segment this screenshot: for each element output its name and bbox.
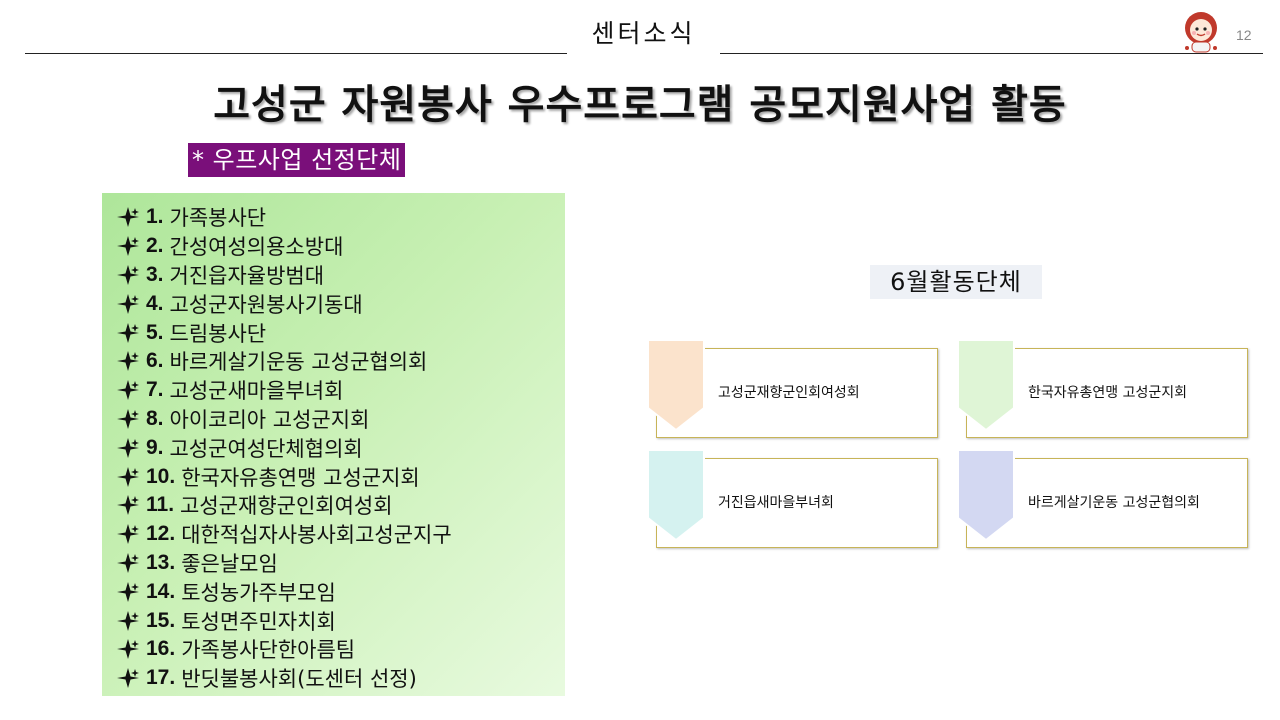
four-point-star-icon — [117, 293, 139, 314]
organization-item: 15.토성면주민자치회 — [116, 606, 565, 635]
organization-number: 17. — [146, 666, 176, 690]
organization-item: 7.고성군새마을부녀회 — [116, 376, 565, 405]
june-group-label: 고성군재향군인회여성회 — [718, 385, 860, 401]
june-group-label: 한국자유총연맹 고성군지회 — [1028, 385, 1188, 401]
chevron-tag-icon — [957, 339, 1015, 432]
page-number: 12 — [1236, 27, 1252, 43]
organization-number: 15. — [146, 608, 176, 632]
chevron-tag-icon — [647, 339, 705, 432]
organization-number: 13. — [146, 550, 176, 574]
four-point-star-icon — [117, 408, 139, 429]
organization-name: 고성군여성단체협의회 — [169, 436, 363, 461]
organization-number: 5. — [146, 320, 164, 344]
june-group-label: 거진읍새마을부녀회 — [718, 495, 834, 511]
organization-item: 11.고성군재향군인회여성회 — [116, 491, 565, 520]
chevron-tag-icon — [957, 449, 1015, 542]
four-point-star-icon — [117, 524, 139, 545]
organization-number: 16. — [146, 637, 176, 661]
header-divider-left — [25, 53, 567, 54]
june-group-card: 바르게살기운동 고성군협의회 — [954, 448, 1254, 548]
four-point-star-icon — [117, 610, 139, 631]
organization-name: 반딧불봉사회(도센터 선정) — [181, 667, 417, 692]
june-activity-heading: 6월활동단체 — [870, 265, 1042, 299]
four-point-star-icon — [117, 639, 139, 660]
organization-name: 고성군재향군인회여성회 — [180, 494, 393, 519]
organization-name: 토성농가주부모임 — [181, 580, 336, 605]
four-point-star-icon — [117, 495, 139, 516]
organization-item: 4.고성군자원봉사기동대 — [116, 289, 565, 318]
organization-number: 7. — [146, 378, 164, 402]
organization-name: 간성여성의용소방대 — [169, 235, 344, 260]
organization-name: 드림봉사단 — [169, 321, 267, 346]
organization-name: 고성군새마을부녀회 — [169, 379, 344, 404]
organization-item: 2.간성여성의용소방대 — [116, 232, 565, 261]
four-point-star-icon — [117, 236, 139, 257]
chevron-tag-icon — [647, 449, 705, 542]
four-point-star-icon — [117, 552, 139, 573]
organization-item: 3.거진읍자율방범대 — [116, 261, 565, 290]
organization-name: 가족봉사단 — [169, 206, 267, 231]
organization-name: 토성면주민자치회 — [181, 609, 336, 634]
organization-number: 2. — [146, 234, 164, 258]
organization-number: 8. — [146, 406, 164, 430]
organization-name: 한국자유총연맹 고성군지회 — [181, 465, 420, 490]
organization-number: 9. — [146, 435, 164, 459]
organization-number: 6. — [146, 349, 164, 373]
main-title: 고성군 자원봉사 우수프로그램 공모지원사업 활동 — [213, 82, 1067, 128]
june-group-card: 한국자유총연맹 고성군지회 — [954, 338, 1254, 438]
organization-item: 14.토성농가주부모임 — [116, 577, 565, 606]
organization-name: 좋은날모임 — [181, 551, 278, 576]
header-divider-right — [720, 53, 1263, 54]
four-point-star-icon — [117, 466, 139, 487]
four-point-star-icon — [117, 207, 139, 228]
organization-number: 4. — [146, 291, 164, 315]
organization-name: 대한적십자사봉사회고성군지구 — [181, 523, 452, 548]
organization-item: 17.반딧불봉사회(도센터 선정) — [116, 664, 565, 693]
organization-number: 3. — [146, 262, 164, 286]
organization-number: 12. — [146, 522, 176, 546]
four-point-star-icon — [117, 668, 139, 689]
mascot-icon — [1185, 12, 1217, 53]
organization-number: 14. — [146, 579, 176, 603]
june-group-card: 거진읍새마을부녀회 — [644, 448, 944, 548]
organization-item: 1.가족봉사단 — [116, 203, 565, 232]
four-point-star-icon — [117, 264, 139, 285]
june-group-label: 바르게살기운동 고성군협의회 — [1028, 495, 1200, 511]
organization-name: 거진읍자율방범대 — [169, 264, 325, 288]
section-title: 센터소식 — [591, 19, 696, 48]
selected-groups-badge: * 우프사업 선정단체 — [188, 143, 406, 177]
organization-item: 16.가족봉사단한아름팀 — [116, 635, 565, 664]
organization-name: 아이코리아 고성군지회 — [169, 407, 370, 432]
organization-item: 9.고성군여성단체협의회 — [116, 433, 565, 462]
june-group-card: 고성군재향군인회여성회 — [644, 338, 944, 438]
four-point-star-icon — [117, 437, 139, 458]
four-point-star-icon — [117, 351, 139, 372]
organization-item: 6.바르게살기운동 고성군협의회 — [116, 347, 565, 376]
four-point-star-icon — [117, 380, 139, 401]
organization-number: 11. — [146, 493, 175, 517]
organization-number: 1. — [146, 205, 164, 229]
organization-name: 가족봉사단한아름팀 — [181, 638, 356, 663]
organization-item: 10.한국자유총연맹 고성군지회 — [116, 462, 565, 491]
four-point-star-icon — [117, 581, 139, 602]
organization-name: 고성군자원봉사기동대 — [169, 292, 363, 317]
organization-item: 5.드림봉사단 — [116, 318, 565, 347]
organization-name: 바르게살기운동 고성군협의회 — [169, 350, 428, 375]
four-point-star-icon — [117, 322, 139, 343]
organization-number: 10. — [146, 464, 176, 488]
organization-item: 13.좋은날모임 — [116, 549, 565, 578]
organization-item: 8.아이코리아 고성군지회 — [116, 405, 565, 434]
organization-item: 12.대한적십자사봉사회고성군지구 — [116, 520, 565, 549]
